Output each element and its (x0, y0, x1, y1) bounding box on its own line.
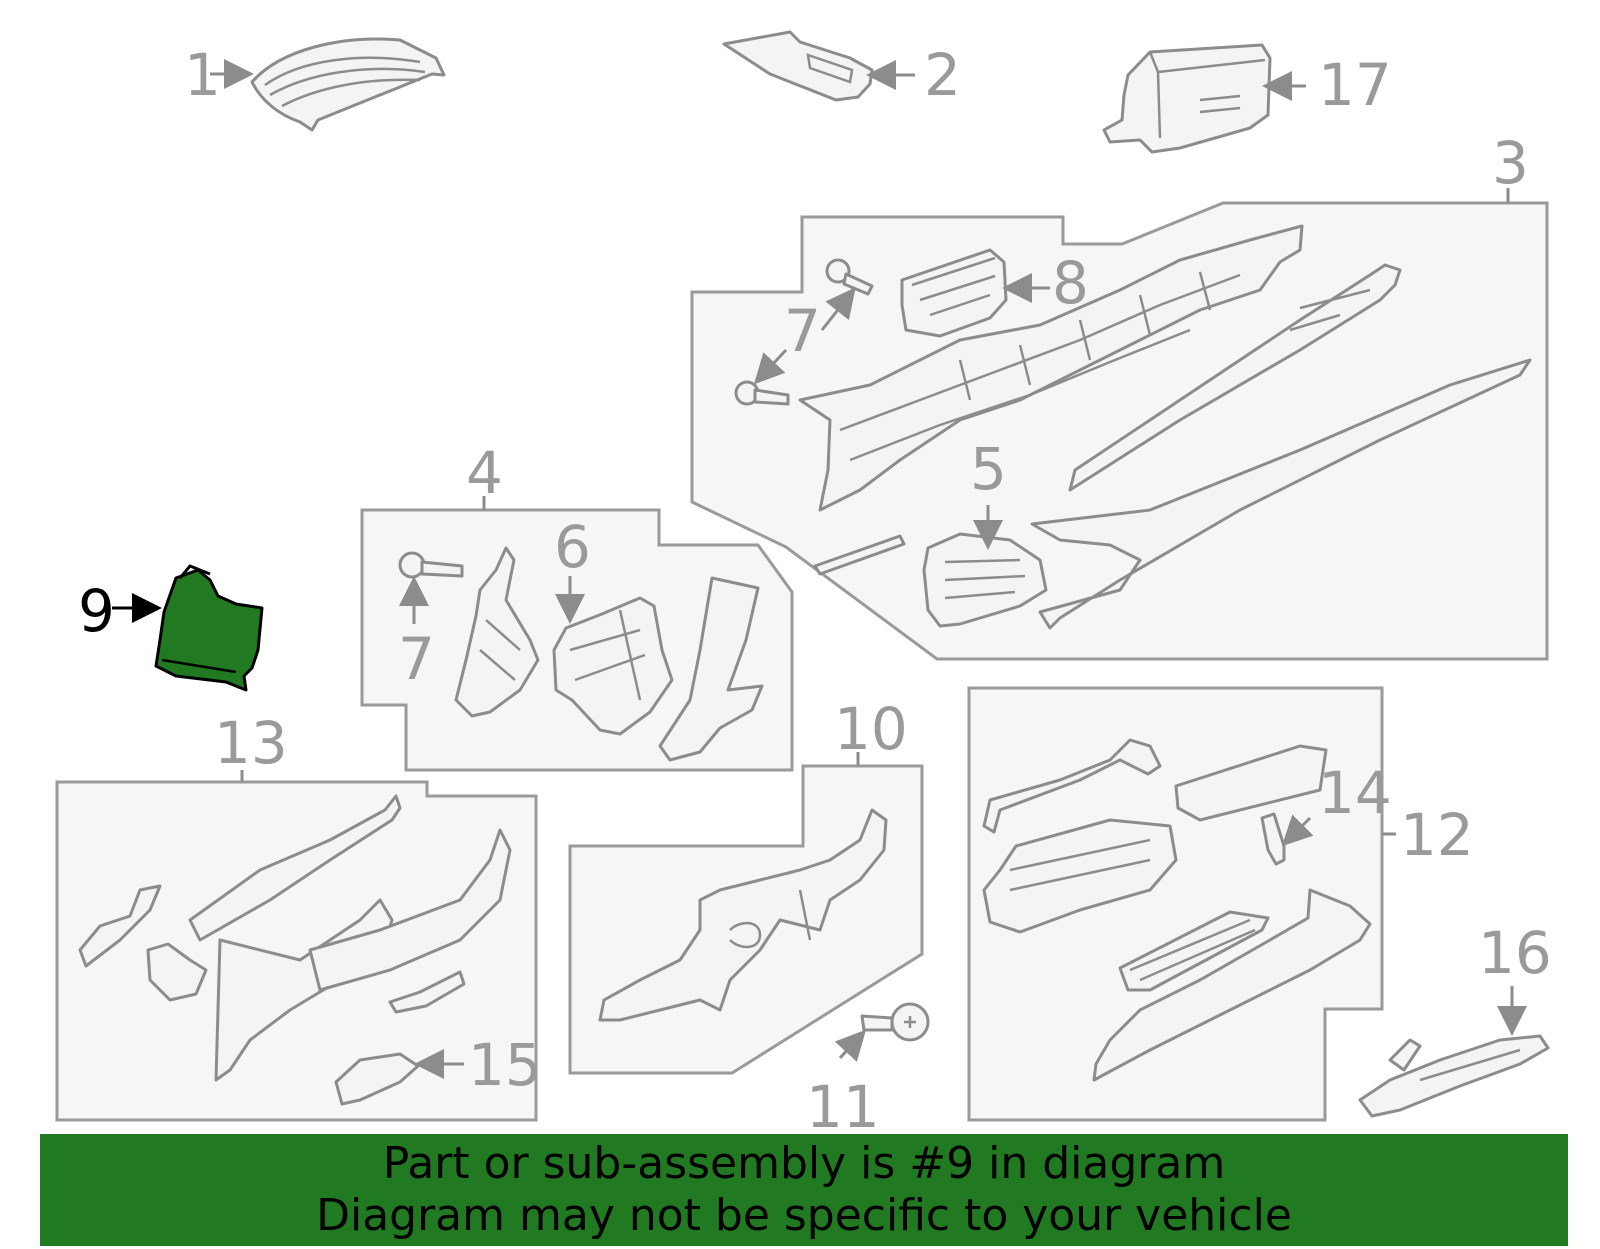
part-17-display-unit[interactable] (1102, 43, 1272, 154)
callout-7-upper: 7 (784, 297, 821, 365)
part-16-bracket[interactable] (1358, 1034, 1550, 1118)
callout-11: 11 (806, 1073, 880, 1141)
callout-17: 17 (1318, 51, 1392, 119)
part-7-screw-box4[interactable] (398, 551, 464, 579)
callout-16: 16 (1478, 919, 1552, 987)
part-6-vent-housing[interactable] (552, 596, 674, 736)
part-15-clip[interactable] (334, 1052, 420, 1106)
callout-3: 3 (1492, 129, 1529, 197)
part-7-screw-upper[interactable] (825, 258, 874, 296)
callout-15: 15 (468, 1031, 542, 1099)
part-7-screw-lower[interactable] (734, 380, 790, 406)
callout-9-highlighted[interactable]: 9 (78, 577, 115, 645)
part-13-trim-rail[interactable] (78, 794, 512, 1082)
part-4-side-panel[interactable] (658, 576, 764, 762)
callout-13: 13 (214, 709, 288, 777)
part-14-pin[interactable] (1260, 812, 1286, 866)
banner-line-part-number: Part or sub-assembly is #9 in diagram (382, 1138, 1226, 1189)
part-9-highlighted-cover[interactable] (154, 564, 264, 692)
callout-4: 4 (466, 439, 503, 507)
part-12-glovebox-assembly[interactable] (982, 738, 1372, 1082)
callout-10: 10 (834, 695, 908, 763)
callout-8: 8 (1052, 249, 1089, 317)
part-2-trim-panel[interactable] (722, 30, 874, 102)
callout-6: 6 (554, 513, 591, 581)
part-3-dash-frame[interactable] (798, 224, 1532, 630)
group-box-13 (55, 780, 538, 1122)
banner-line-disclaimer: Diagram may not be specific to your vehi… (316, 1190, 1292, 1241)
info-banner: Part or sub-assembly is #9 in diagram Di… (40, 1134, 1568, 1246)
part-4-bracket[interactable] (454, 546, 540, 718)
callout-5: 5 (970, 435, 1007, 503)
part-1-vent-grille[interactable] (250, 37, 446, 132)
callout-7-lower: 7 (398, 625, 435, 693)
callout-1: 1 (184, 41, 221, 109)
callout-14: 14 (1318, 759, 1392, 827)
part-8-vent-module[interactable] (900, 248, 1008, 338)
callout-2: 2 (924, 41, 961, 109)
part-11-push-clip[interactable] (860, 1002, 930, 1042)
callout-12: 12 (1400, 801, 1474, 869)
part-10-lower-bracket[interactable] (598, 808, 888, 1022)
